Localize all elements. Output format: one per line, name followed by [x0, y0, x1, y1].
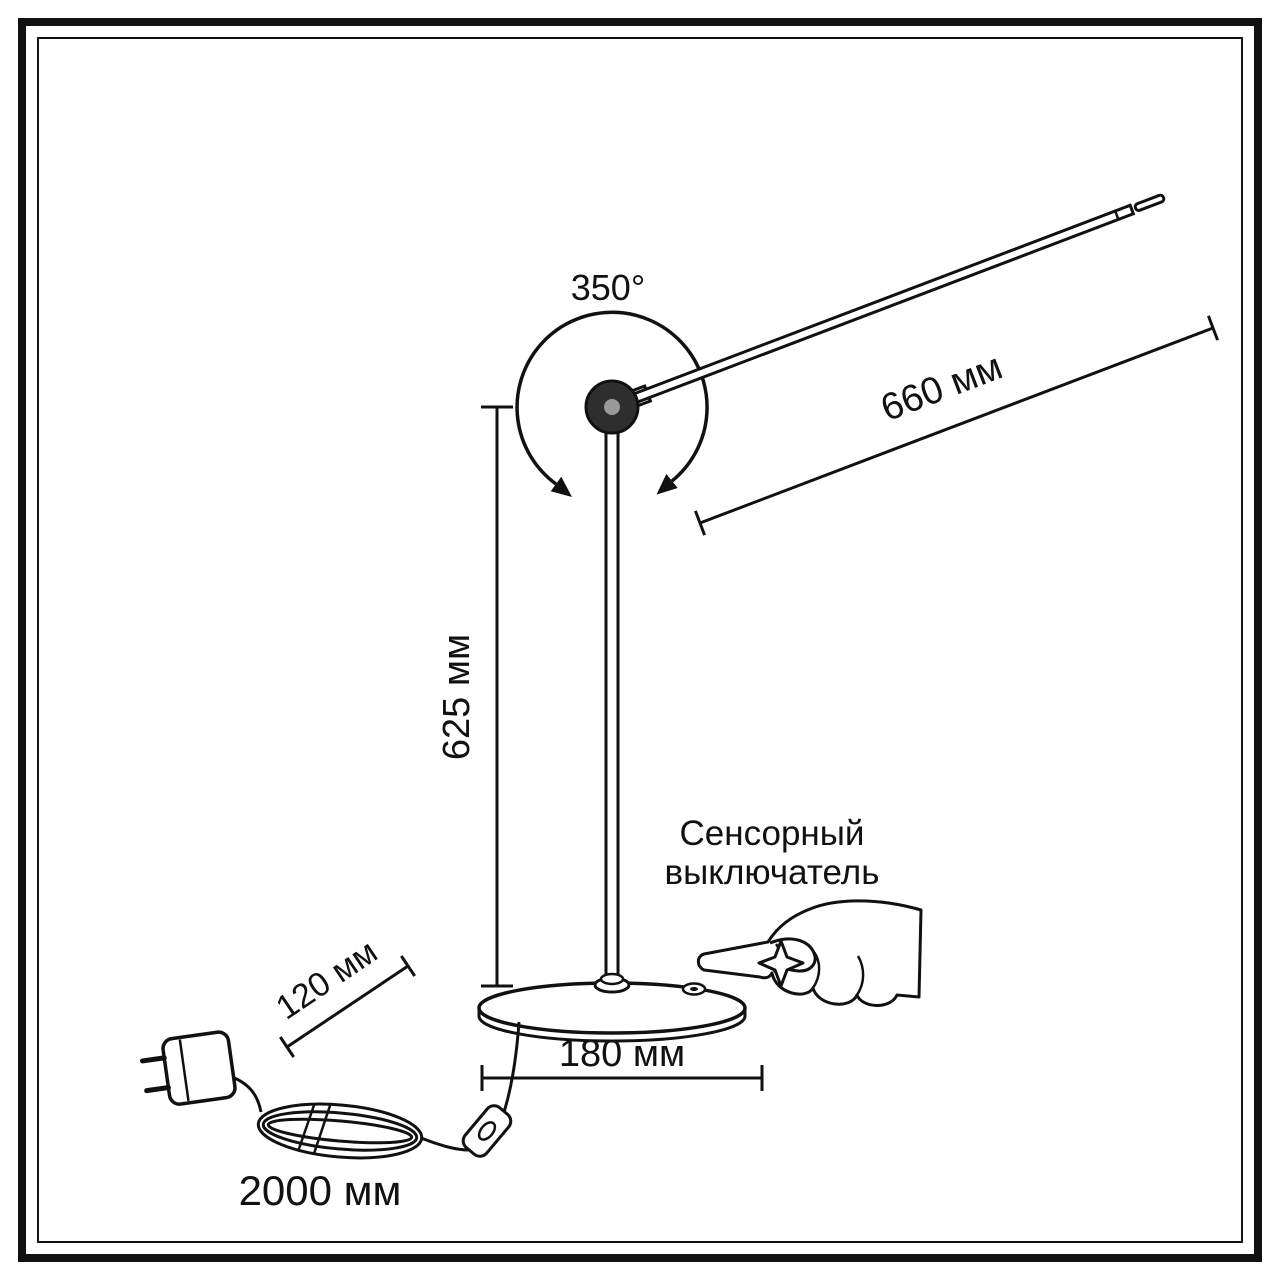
plug-pin [144, 1085, 171, 1094]
lamp-pole [604, 424, 620, 985]
frame-outer-border [18, 18, 1262, 1262]
pivot-joint [584, 379, 640, 435]
plug-offset-dimension [279, 955, 416, 1058]
touch-sparkle-icon [757, 939, 805, 988]
power-cord [420, 1136, 470, 1152]
rotation-arc [515, 310, 709, 497]
rotation-arrow-left [550, 476, 572, 497]
arm-length-label: 660 мм [875, 346, 1008, 430]
hand-illustration [696, 899, 923, 1007]
base-width-dimension [480, 1065, 764, 1091]
power-cord [231, 1075, 263, 1113]
rotation-angle-label: 350° [571, 267, 645, 308]
inline-switch [461, 1104, 513, 1158]
arm-tip-cap [1133, 193, 1166, 212]
base-collar [593, 972, 631, 994]
power-cord [502, 1021, 521, 1113]
rotation-arrow-right [656, 474, 678, 495]
touch-switch-button [681, 982, 707, 996]
arm-length-dimension [693, 315, 1220, 536]
pole-height-dimension [481, 405, 513, 988]
base-width-label: 180 мм [559, 1033, 685, 1075]
lamp-arm [608, 193, 1166, 414]
frame-inner-border [37, 37, 1243, 1243]
plug-offset-label: 120 мм [269, 933, 384, 1028]
pole-height-label: 625 мм [436, 634, 478, 760]
lamp-base [477, 981, 747, 1043]
touch-switch-label-line2: выключатель [665, 853, 880, 892]
power-plug [139, 1030, 237, 1106]
cord-coil [256, 1102, 424, 1160]
plug-pin [139, 1055, 167, 1064]
cord-length-label: 2000 мм [239, 1167, 402, 1214]
touch-switch-label-line1: Сенсорный [680, 814, 865, 853]
